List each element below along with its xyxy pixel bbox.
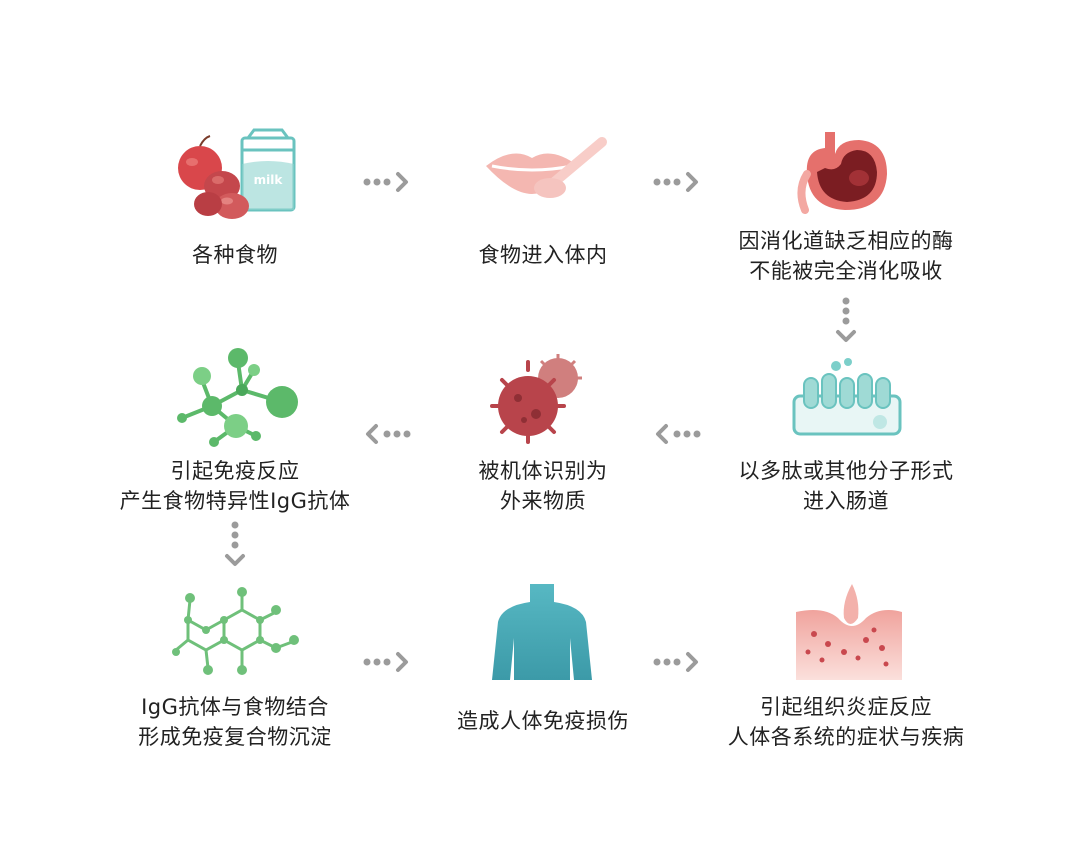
arrow-down-icon — [225, 521, 245, 566]
stomach-icon — [797, 132, 887, 214]
step-label-immune-damage: 造成人体免疫损伤 — [457, 709, 629, 733]
step-label-immune-response: 引起免疫反应 产生食物特异性IgG抗体 — [119, 459, 351, 513]
food-milk-icon: milk — [178, 128, 296, 219]
intestine-icon — [792, 358, 902, 436]
human-torso-icon — [492, 584, 592, 680]
arrow-right-icon — [363, 652, 408, 672]
step-label-inflammation: 引起组织炎症反应 人体各系统的症状与疾病 — [727, 695, 965, 749]
step-label-incomplete-digestion: 因消化道缺乏相应的酶 不能被完全消化吸收 — [738, 229, 954, 283]
hexagon-molecule-icon — [172, 587, 299, 675]
step-label-food-enters-body: 食物进入体内 — [478, 243, 608, 267]
step-label-various-foods: 各种食物 — [192, 243, 278, 267]
molecule-icon — [177, 348, 298, 447]
arrow-down-icon — [836, 297, 856, 342]
virus-icon — [490, 354, 582, 444]
step-label-identified-as-foreign: 被机体识别为 外来物质 — [478, 459, 608, 513]
arrow-right-icon — [653, 652, 698, 672]
mouth-spoon-icon — [486, 137, 607, 198]
skin-tissue-icon — [796, 584, 902, 680]
step-label-enters-intestine: 以多肽或其他分子形式 进入肠道 — [738, 459, 954, 513]
arrow-left-icon — [366, 424, 411, 444]
arrow-left-icon — [656, 424, 701, 444]
step-label-immune-complex: IgG抗体与食物结合 形成免疫复合物沉淀 — [138, 695, 332, 749]
arrow-right-icon — [363, 172, 408, 192]
milk-label: milk — [254, 173, 284, 187]
arrow-right-icon — [653, 172, 698, 192]
